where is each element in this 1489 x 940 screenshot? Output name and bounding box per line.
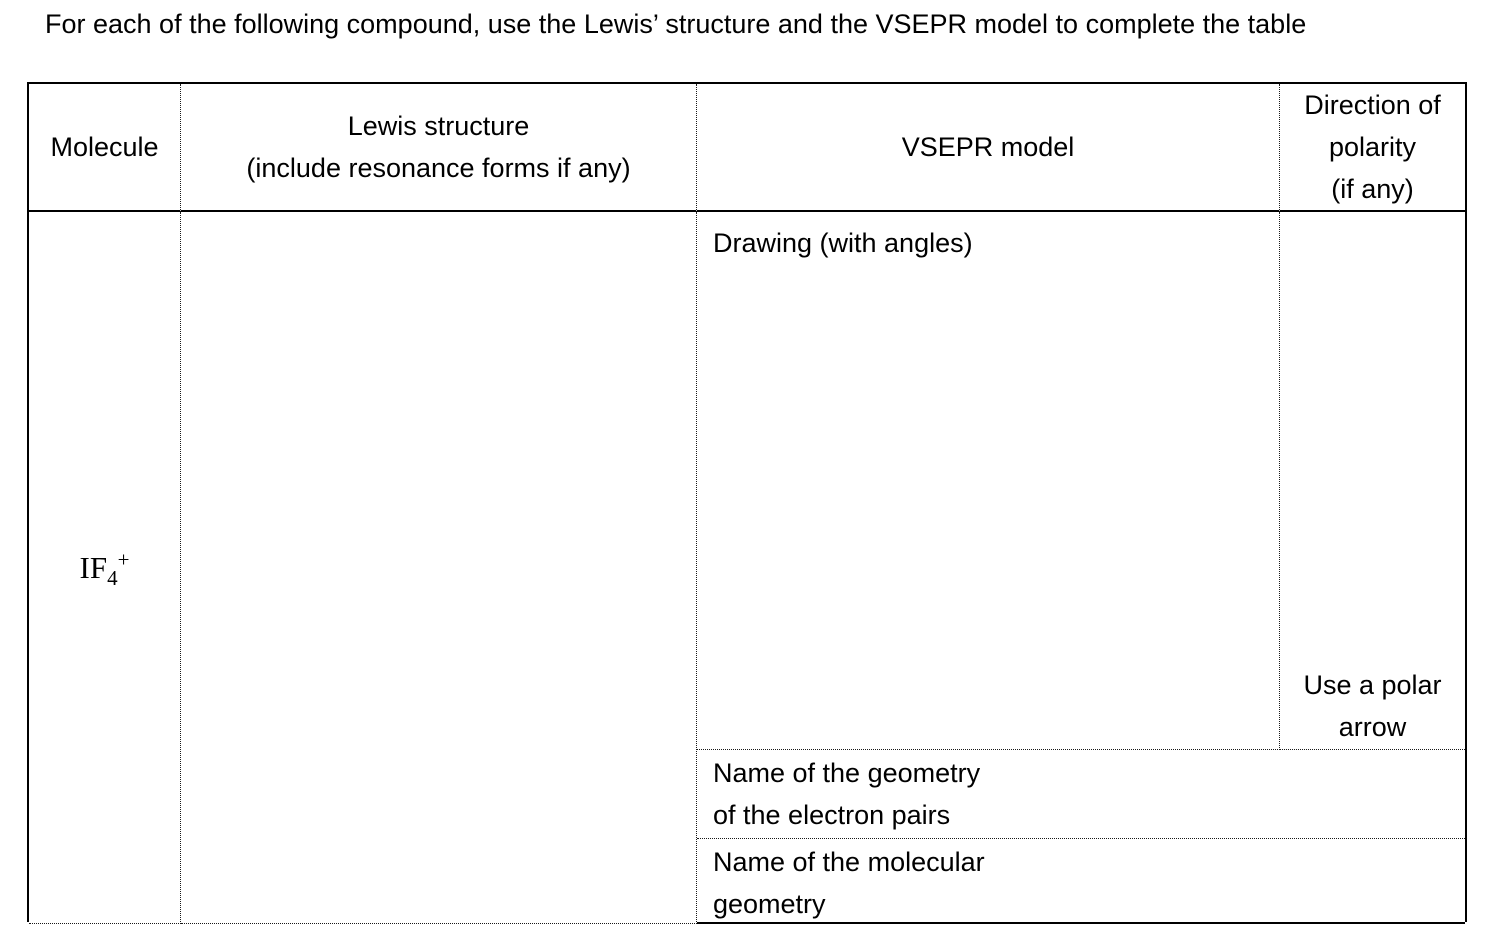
electron-geometry-label-line1: Name of the geometry	[713, 758, 981, 788]
lewis-header-line2: (include resonance forms if any)	[246, 153, 631, 183]
electron-geometry-label-line2: of the electron pairs	[713, 800, 951, 830]
molecule-formula-base: IF	[79, 549, 108, 585]
molecule-formula-superscript: +	[117, 547, 130, 572]
drawing-label: Drawing (with angles)	[713, 228, 973, 258]
lewis-structure-column-header: Lewis structure (include resonance forms…	[181, 84, 697, 212]
molecule-cell: IF4+	[29, 212, 181, 924]
polarity-hint-line2: arrow	[1338, 712, 1407, 742]
molecule-formula-subscript: 4	[107, 565, 118, 590]
electron-pair-geometry-row: Name of the geometry of the electron pai…	[697, 750, 1465, 839]
lewis-header-line1: Lewis structure	[347, 111, 530, 141]
molecule-formula: IF4+	[80, 547, 130, 589]
molecular-geometry-label-line2: geometry	[713, 889, 826, 919]
lewis-structure-answer-area	[181, 212, 697, 924]
direction-header-line2: polarity	[1328, 132, 1417, 162]
molecular-geometry-row: Name of the molecular geometry	[697, 839, 1465, 924]
worksheet-table: Molecule Lewis structure (include resona…	[27, 82, 1467, 924]
polarity-hint-line1: Use a polar	[1303, 670, 1442, 700]
direction-of-polarity-column-header: Direction of polarity (if any)	[1280, 84, 1465, 212]
molecular-geometry-label-line1: Name of the molecular	[713, 847, 985, 877]
direction-of-polarity-answer-area: Use a polar arrow	[1280, 212, 1465, 750]
molecule-header-label: Molecule	[50, 132, 159, 162]
direction-header-line3: (if any)	[1331, 174, 1414, 204]
page-title: For each of the following compound, use …	[45, 9, 1307, 39]
vsepr-drawing-area: Drawing (with angles)	[697, 212, 1280, 750]
direction-header-line1: Direction of	[1304, 90, 1441, 120]
molecule-column-header: Molecule	[29, 84, 181, 212]
vsepr-model-column-header: VSEPR model	[697, 84, 1280, 212]
vsepr-header-label: VSEPR model	[901, 132, 1075, 162]
